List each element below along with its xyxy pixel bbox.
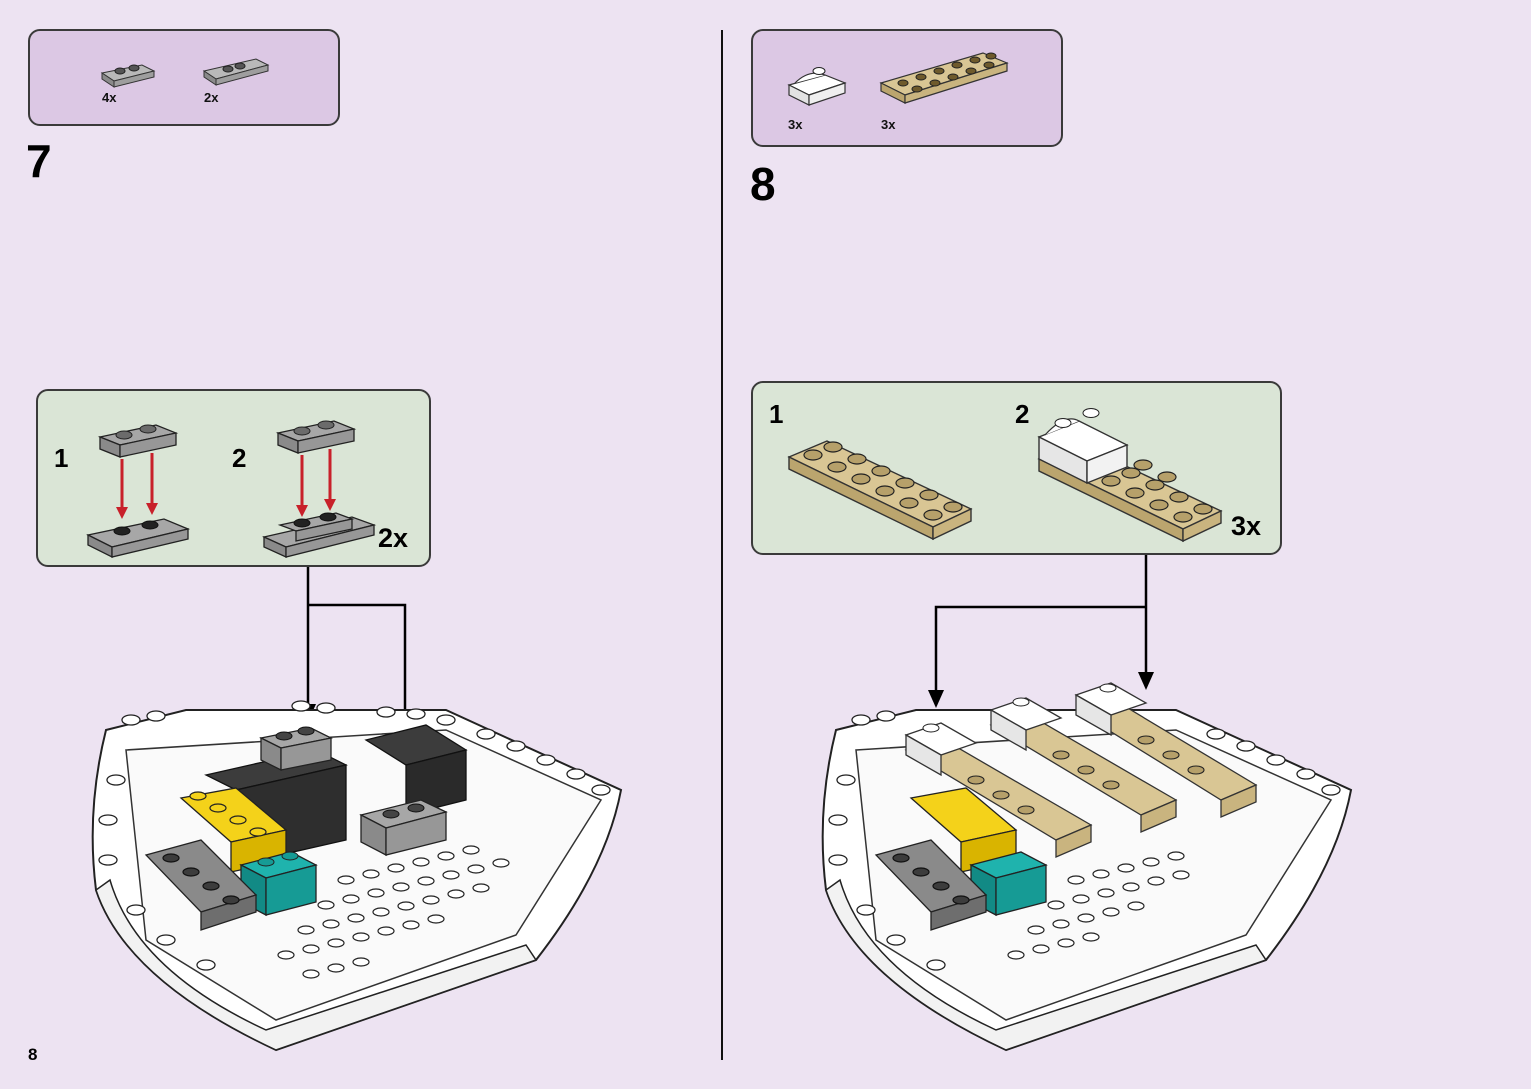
tan-plate-2x6-icon <box>879 52 1009 104</box>
step8-part2-count: 3x <box>881 117 896 132</box>
step8-sub-step2-slope-on-plate <box>1037 408 1223 543</box>
step7-part1-count: 4x <box>102 90 117 105</box>
page-divider <box>721 30 723 1060</box>
step7-sub-multiplier: 2x <box>378 523 409 553</box>
step8-parts-box: 3x 3x <box>751 29 1063 147</box>
tan-slope-assembly-2 <box>989 697 1178 833</box>
tan-slope-assembly-1 <box>904 722 1093 858</box>
tan-slope-assembly-3 <box>1074 682 1258 818</box>
step8-boat-model <box>821 682 1353 1052</box>
step8-part1-count: 3x <box>788 117 803 132</box>
step7-number: 7 <box>26 135 52 187</box>
step8-sub-multiplier: 3x <box>1231 511 1262 541</box>
step7-sub-step2-number: 2 <box>232 443 247 473</box>
gray-plate-1x2-icon <box>100 64 156 88</box>
step8-subassembly-box: 1 2 3x <box>751 381 1282 555</box>
step8-sub-step1-number: 1 <box>769 399 784 429</box>
step8-sub-step2-number: 2 <box>1015 399 1030 429</box>
step7-boat-model <box>91 700 623 1052</box>
gray-jumper-plate-icon <box>202 58 270 86</box>
step7-part2-count: 2x <box>204 90 219 105</box>
step8-number: 8 <box>750 158 776 210</box>
step7-sub-step2-illustration <box>261 420 377 559</box>
step7-sub-step1-number: 1 <box>54 443 69 473</box>
white-slope-brick-icon <box>787 67 847 106</box>
step7-subassembly-box: 1 2 2x <box>36 389 431 567</box>
step7-sub-step1-illustration <box>86 424 191 559</box>
step8-sub-step1-tan-plate <box>787 440 973 541</box>
step7-parts-box: 4x 2x <box>28 29 340 126</box>
page-number: 8 <box>28 1045 38 1064</box>
